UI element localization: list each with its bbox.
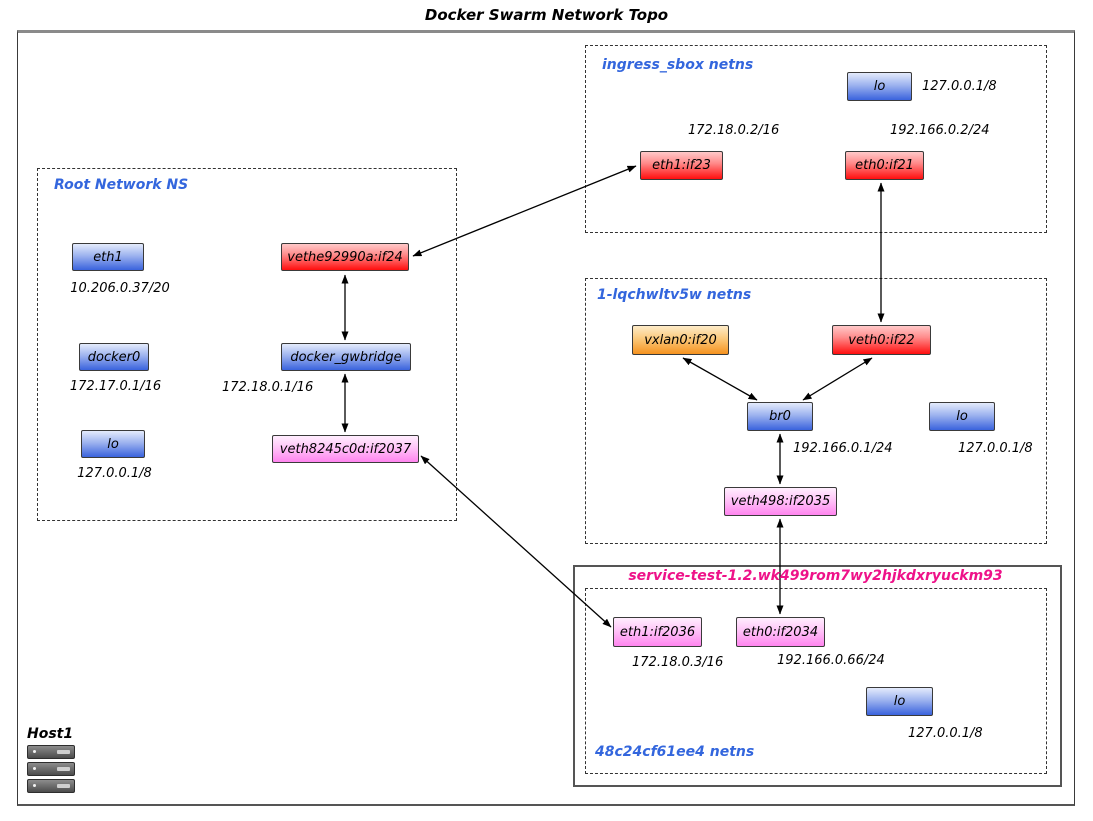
- ingress-sbox-netns-box: [585, 45, 1047, 233]
- ingress-netns-title: ingress_sbox netns: [602, 57, 754, 73]
- server-bar-icon: [27, 762, 75, 776]
- host-group: Host1: [27, 726, 75, 796]
- ip-ingress-lo: 127.0.0.1/8: [922, 79, 997, 94]
- node-root-lo: lo: [81, 430, 145, 458]
- ip-root-lo: 127.0.0.1/8: [77, 466, 152, 481]
- ip-br0: 192.166.0.1/24: [793, 441, 893, 456]
- container-netns-title: 48c24cf61ee4 netns: [595, 744, 755, 760]
- service-task-title: service-test-1.2.wk499rom7wy2hjkdxryuckm…: [628, 568, 1003, 584]
- ip-root-eth1: 10.206.0.37/20: [70, 281, 170, 296]
- service-task-box: [573, 565, 1062, 787]
- server-stack-icon: [27, 745, 75, 793]
- container-netns-box: [585, 588, 1047, 774]
- ip-ingress-eth0: 192.166.0.2/24: [890, 123, 990, 138]
- ip-ingress-eth1: 172.18.0.2/16: [688, 123, 780, 138]
- node-veth498-if2035: veth498:if2035: [724, 487, 837, 516]
- node-vxlan0-if20: vxlan0:if20: [632, 325, 729, 355]
- node-eth0-if21: eth0:if21: [845, 151, 924, 180]
- node-ingress-lo: lo: [847, 72, 912, 101]
- node-eth1-if2036: eth1:if2036: [613, 617, 702, 647]
- node-eth0-if2034: eth0:if2034: [736, 617, 825, 647]
- ip-svc-lo: 127.0.0.1/8: [908, 726, 983, 741]
- node-overlay-lo: lo: [929, 402, 995, 431]
- node-svc-lo: lo: [866, 687, 933, 716]
- node-vethe92990a-if24: vethe92990a:if24: [281, 243, 409, 271]
- node-root-eth1: eth1: [72, 243, 144, 271]
- outer-frame: [17, 30, 1075, 806]
- node-veth8245c0d-if2037: veth8245c0d:if2037: [272, 435, 419, 463]
- node-root-docker0: docker0: [79, 343, 149, 371]
- ip-root-docker0: 172.17.0.1/16: [69, 379, 162, 394]
- overlay-netns-title: 1-lqchwltv5w netns: [597, 287, 752, 303]
- ip-overlay-lo: 127.0.0.1/8: [958, 441, 1033, 456]
- diagram-title: Docker Swarm Network Topo: [424, 6, 669, 24]
- node-docker-gwbridge: docker_gwbridge: [281, 343, 411, 371]
- host-label: Host1: [27, 726, 74, 742]
- server-bar-icon: [27, 745, 75, 759]
- ip-eth0-if2034: 192.166.0.66/24: [777, 653, 885, 668]
- ip-docker-gwbridge: 172.18.0.1/16: [222, 380, 314, 395]
- node-veth0-if22: veth0:if22: [832, 325, 931, 355]
- node-eth1-if23: eth1:if23: [640, 151, 723, 180]
- server-bar-icon: [27, 779, 75, 793]
- node-br0: br0: [747, 402, 813, 431]
- ip-eth1-if2036: 172.18.0.3/16: [632, 655, 724, 670]
- overlay-netns-box: [585, 278, 1047, 544]
- root-ns-box: [37, 168, 457, 521]
- root-ns-title: Root Network NS: [54, 177, 189, 193]
